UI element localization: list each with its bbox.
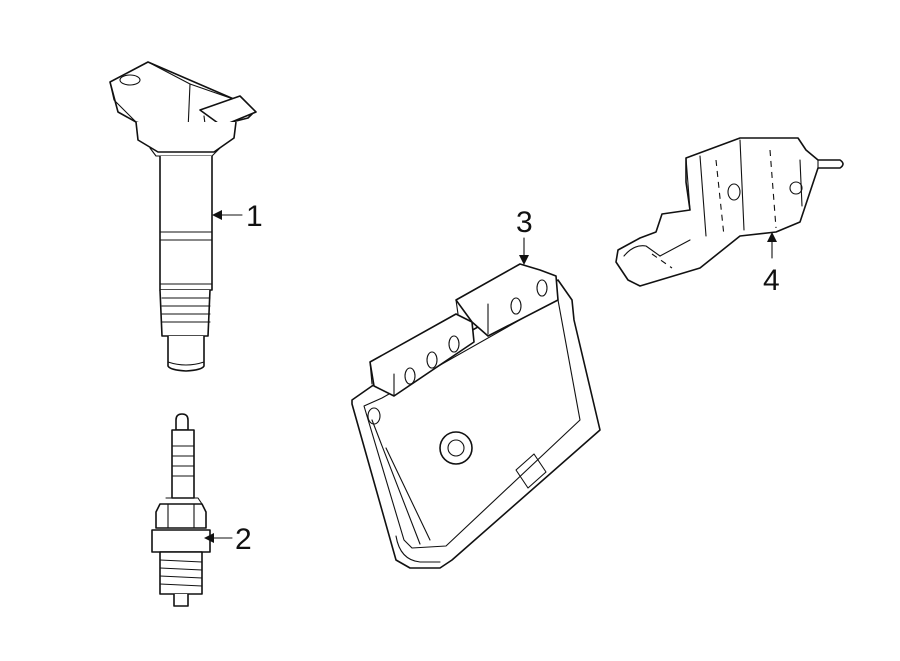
callout-label-4: 4 bbox=[763, 264, 780, 297]
ecu-bracket bbox=[615, 137, 844, 287]
callout-3: 3 bbox=[516, 206, 533, 265]
callout-1: 1 bbox=[212, 200, 263, 233]
ignition-coil bbox=[109, 61, 257, 372]
callout-4: 4 bbox=[763, 232, 780, 297]
callout-label-2: 2 bbox=[235, 523, 252, 556]
callout-label-3: 3 bbox=[516, 206, 533, 239]
spark-plug bbox=[151, 413, 211, 607]
engine-control-module bbox=[351, 263, 601, 569]
callout-2: 2 bbox=[204, 523, 252, 556]
callout-label-1: 1 bbox=[246, 200, 263, 233]
